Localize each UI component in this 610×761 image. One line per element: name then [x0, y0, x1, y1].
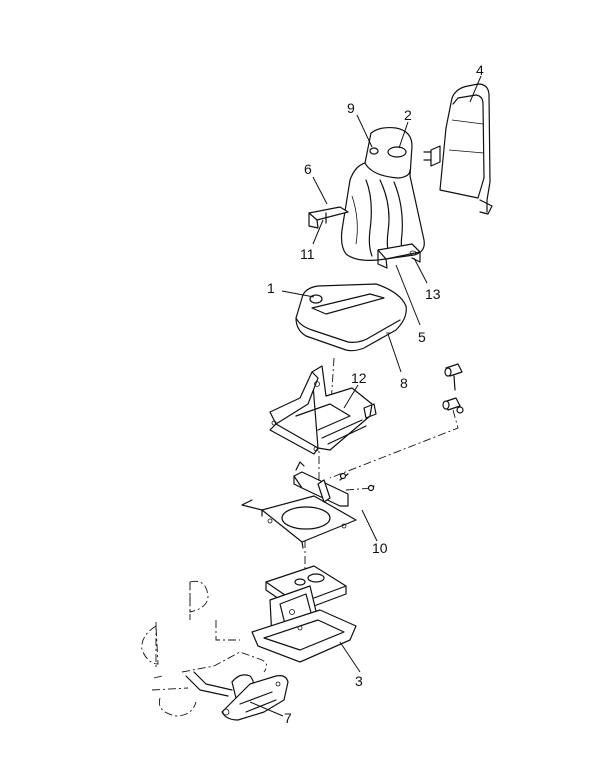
- part-7-control-lever: [185, 671, 289, 721]
- callout-5: 5: [418, 329, 426, 345]
- part-13-right-armrest: [377, 243, 421, 269]
- part-4-back-frame: [423, 83, 493, 215]
- leader-1: [281, 290, 315, 298]
- part-6-left-armrest: [308, 206, 349, 229]
- leader-7: [249, 701, 284, 717]
- callout-3: 3: [355, 673, 363, 689]
- leader-12: [343, 384, 359, 409]
- part-10-mounting-plate: [241, 461, 375, 549]
- leader-10: [361, 509, 378, 542]
- leader-9: [356, 114, 373, 148]
- leader-8: [387, 333, 402, 373]
- leader-4: [469, 75, 482, 103]
- leader-13: [413, 257, 428, 284]
- callout-2: 2: [404, 107, 412, 123]
- part-3-suspension-base: [251, 565, 357, 663]
- callout-4: 4: [476, 62, 484, 78]
- callout-7: 7: [284, 710, 292, 726]
- leader-6: [312, 176, 328, 205]
- leader-3: [339, 641, 361, 673]
- part-mounting-studs: [442, 363, 464, 414]
- callout-11: 11: [300, 246, 315, 262]
- part-seat-back: [340, 126, 425, 261]
- leader-2: [398, 121, 409, 149]
- callout-8: 8: [400, 375, 408, 391]
- callout-9: 9: [347, 100, 355, 116]
- callout-13: 13: [425, 286, 441, 302]
- callout-12: 12: [351, 370, 367, 386]
- callout-labels: 4 2 9 6 11 13 5 1 8 12 10 3 7: [267, 62, 484, 726]
- callout-6: 6: [304, 161, 312, 177]
- leader-lines: [249, 75, 482, 717]
- part-seat-cushion: [295, 283, 407, 352]
- callout-10: 10: [372, 540, 388, 556]
- part-12-seat-frame: [269, 365, 377, 455]
- leader-5: [395, 264, 421, 326]
- phantom-outlines: [141, 580, 267, 717]
- leader-11: [312, 219, 324, 245]
- callout-1: 1: [267, 280, 275, 296]
